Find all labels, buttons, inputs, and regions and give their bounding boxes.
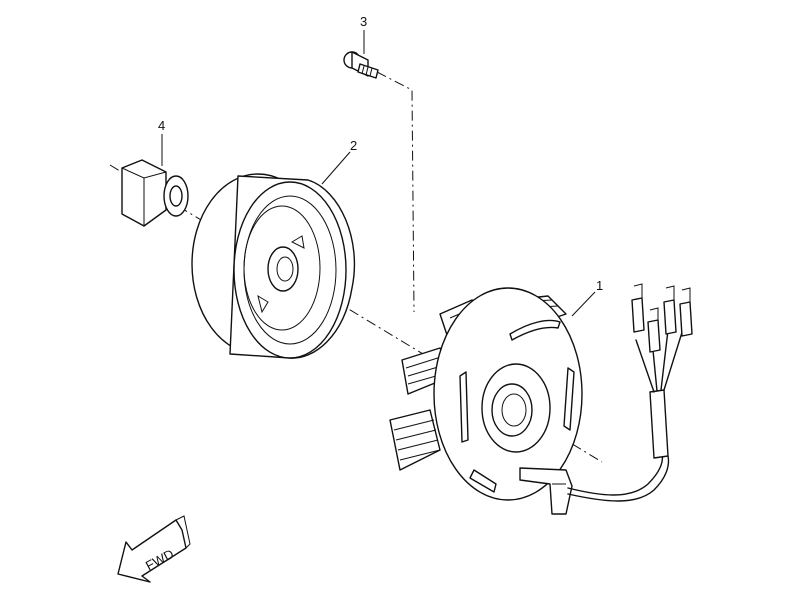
part-1-stator — [389, 283, 693, 515]
callout-leader-lines — [161, 30, 596, 317]
fwd-arrow-icon: FWD — [117, 515, 191, 583]
callout-2: 2 — [350, 138, 357, 153]
callout-4: 4 — [158, 118, 165, 133]
callout-1: 1 — [596, 278, 603, 293]
assembly-center-lines — [109, 71, 603, 463]
part-3-screw — [343, 51, 379, 79]
part-4-nut — [121, 159, 189, 227]
callout-3: 3 — [360, 14, 367, 29]
part-2-flywheel-rotor — [191, 173, 356, 359]
